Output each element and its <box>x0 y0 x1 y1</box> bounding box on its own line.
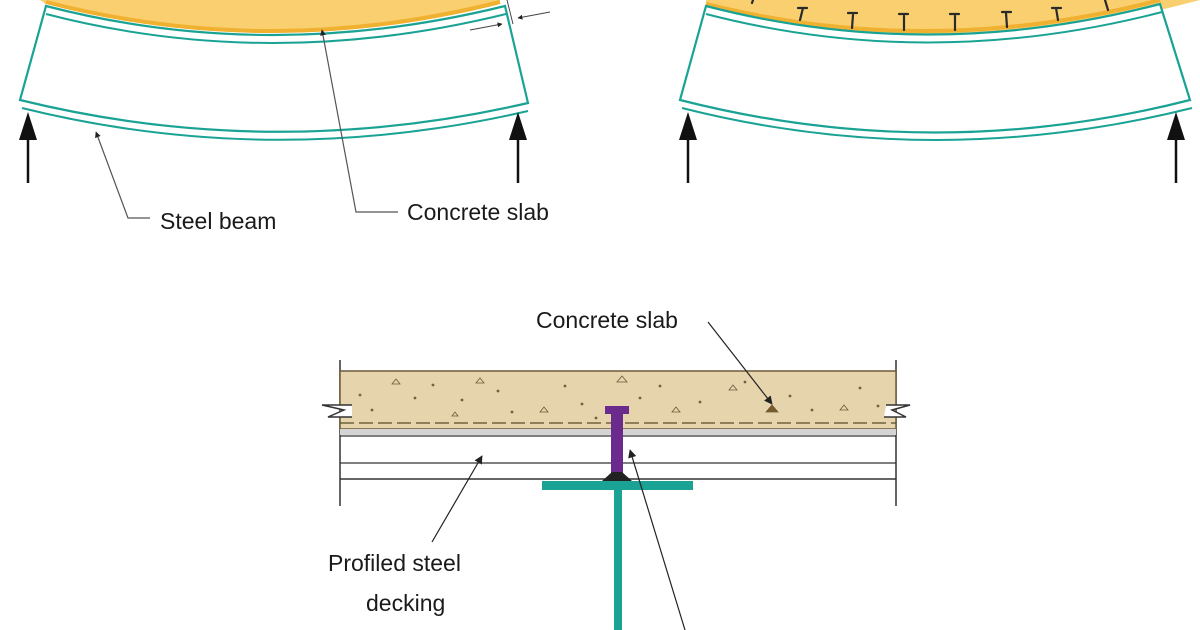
cross-section: Concrete slab Profiled steel decking <box>321 307 911 630</box>
slip-dimension-line <box>517 11 551 20</box>
support-arrow-icon <box>679 112 697 183</box>
concrete-slab-leader <box>320 29 398 213</box>
slab-break-icon <box>884 404 911 418</box>
steel-beam-leader <box>95 131 150 219</box>
left-steel-beam <box>18 4 530 133</box>
concrete-slab-top-label: Concrete slab <box>407 199 549 225</box>
left-beam-bottom-flange <box>21 107 529 141</box>
slip-tick <box>506 0 514 25</box>
decking-label-line1: Profiled steel <box>328 550 461 576</box>
right-beam-top-flange <box>705 11 1163 44</box>
slab-break-icon <box>321 404 352 418</box>
right-beam-bottom-flange <box>681 107 1193 141</box>
support-arrow-icon <box>1167 112 1185 183</box>
support-arrow-icon <box>19 112 37 183</box>
support-arrow-icon <box>509 112 527 183</box>
beam-web-section <box>614 488 622 630</box>
right-steel-beam <box>678 2 1192 134</box>
shear-stud-icon <box>602 406 632 481</box>
left-beam-top-flange <box>45 13 507 44</box>
left-beam-assembly: Steel beam Concrete slab <box>18 0 551 234</box>
concrete-aggregate <box>358 375 880 420</box>
decking-label-line2: decking <box>366 590 445 616</box>
slip-dimension-line <box>469 22 503 31</box>
shear-stud-icon <box>750 0 1110 32</box>
concrete-slab-section-label: Concrete slab <box>536 307 678 333</box>
decking-leader <box>431 455 483 543</box>
beam-top-flange-section <box>542 481 693 490</box>
left-slab-underside <box>45 0 501 33</box>
concrete-slab-section-leader <box>707 321 773 405</box>
right-slab-underside <box>705 0 1161 33</box>
steel-beam-label: Steel beam <box>160 208 276 234</box>
shear-stud-leader <box>628 449 686 630</box>
right-beam-assembly <box>678 0 1200 183</box>
